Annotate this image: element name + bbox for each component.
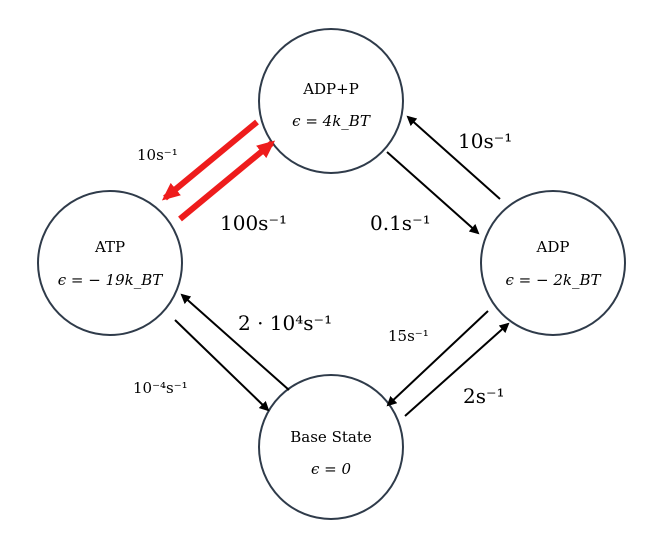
state-base-title: Base State — [290, 428, 372, 446]
rate-base-to-adp: 2s⁻¹ — [463, 384, 505, 408]
state-atp-title: ATP — [94, 238, 125, 256]
state-base: Base State ϵ = 0 — [258, 374, 404, 520]
rate-adp-p-to-adp: 0.1s⁻¹ — [370, 211, 431, 235]
state-adp-p-title: ADP+P — [302, 80, 359, 98]
state-adp-p-circle — [258, 28, 404, 174]
arrow-atp-to-adp-p — [178, 140, 276, 222]
arrow-adp-p-to-atp — [161, 119, 259, 201]
rate-adp-p-to-atp: 10s⁻¹ — [137, 146, 178, 164]
arrow-adp-to-adp-p — [406, 115, 501, 200]
state-base-circle — [258, 374, 404, 520]
state-atp-circle — [37, 190, 183, 336]
rate-atp-to-adp-p: 100s⁻¹ — [220, 211, 287, 235]
arrow-base-to-atp — [180, 293, 290, 391]
arrow-atp-to-base — [174, 319, 270, 412]
rate-labels: 10s⁻¹ 100s⁻¹ 10s⁻¹ 0.1s⁻¹ 2 · 10⁴s⁻¹ 10⁻… — [133, 129, 512, 408]
rate-base-to-atp: 2 · 10⁴s⁻¹ — [238, 311, 332, 335]
state-adp-energy: ϵ = − 2k_BT — [505, 271, 601, 289]
state-atp-energy: ϵ = − 19k_BT — [58, 271, 164, 289]
rate-adp-to-adp-p: 10s⁻¹ — [458, 129, 512, 153]
state-adp-p: ADP+P ϵ = 4k_BT — [258, 28, 404, 174]
state-adp: ADP ϵ = − 2k_BT — [480, 190, 626, 336]
state-base-energy: ϵ = 0 — [311, 460, 352, 478]
arrow-adp-p-to-adp — [386, 151, 480, 235]
state-atp: ATP ϵ = − 19k_BT — [37, 190, 183, 336]
rate-atp-to-base: 10⁻⁴s⁻¹ — [133, 379, 188, 397]
transition-arrows — [161, 115, 510, 417]
state-adp-title: ADP — [536, 238, 570, 256]
rate-adp-to-base: 15s⁻¹ — [388, 327, 429, 345]
arrow-adp-to-base — [386, 310, 489, 407]
state-adp-circle — [480, 190, 626, 336]
arrow-base-to-adp — [404, 322, 510, 417]
state-adp-p-energy: ϵ = 4k_BT — [292, 112, 371, 130]
